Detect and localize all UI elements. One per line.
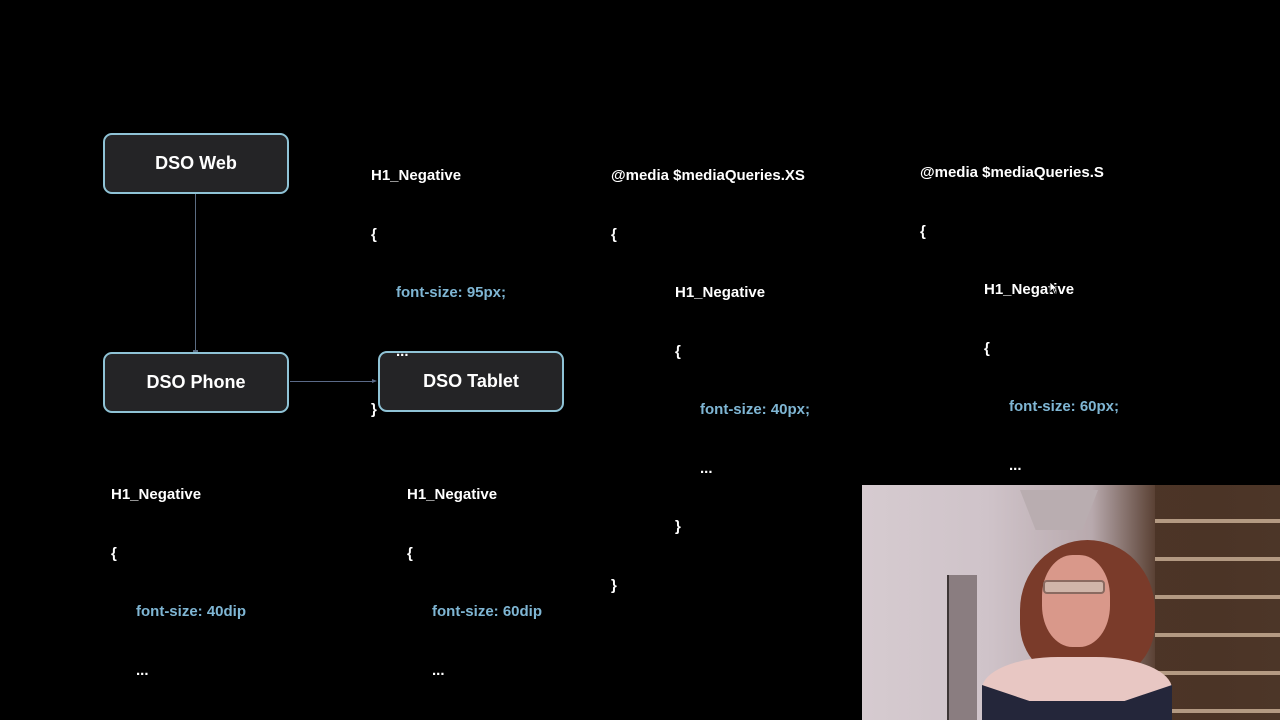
code-media-query: @media $mediaQueries.XS [611, 167, 805, 184]
code-brace-open: { [111, 544, 117, 562]
code-ellipsis: ... [396, 342, 409, 360]
code-brace-open: { [371, 225, 377, 243]
node-dso-phone[interactable]: DSO Phone [103, 352, 289, 413]
connector-phone-to-tablet [290, 379, 377, 383]
code-block-web: H1_Negative { font-size: 95px; ... } [371, 127, 506, 439]
code-brace-open: { [407, 544, 413, 562]
webcam-background-door [947, 575, 977, 720]
code-block-media-s: @media $mediaQueries.S { H1_Negative { f… [920, 124, 1119, 612]
presenter-glasses [1043, 580, 1105, 594]
code-ellipsis: ... [1009, 456, 1022, 474]
node-dso-tablet[interactable]: DSO Tablet [378, 351, 564, 412]
code-ellipsis: ... [136, 661, 149, 679]
node-dso-web[interactable]: DSO Web [103, 133, 289, 194]
code-ellipsis: ... [432, 661, 445, 679]
code-ellipsis: ... [700, 459, 713, 477]
code-block-tablet: H1_Negative { font-size: 60dip ... } [407, 446, 542, 720]
node-label: DSO Web [155, 153, 237, 173]
code-media-query: @media $mediaQueries.S [920, 164, 1104, 181]
code-block-media-xs: @media $mediaQueries.XS { H1_Negative { … [611, 127, 810, 615]
webcam-background-bookshelf [1155, 485, 1280, 720]
code-property: font-size: 40dip [136, 603, 247, 620]
code-selector: H1_Negative [675, 284, 766, 301]
code-property: font-size: 60px; [1009, 398, 1120, 415]
connector-web-to-phone [193, 194, 198, 353]
code-selector: H1_Negative [407, 486, 498, 503]
presenter-webcam-video [862, 485, 1280, 720]
code-inner-brace-close: } [675, 518, 681, 535]
code-property: font-size: 95px; [396, 284, 507, 301]
code-brace-open: { [611, 225, 617, 243]
code-block-phone: H1_Negative { font-size: 40dip ... } [111, 446, 246, 720]
mouse-cursor-icon [1049, 281, 1059, 295]
node-label: DSO Tablet [423, 371, 519, 391]
code-inner-brace-open: { [675, 342, 681, 360]
code-selector: H1_Negative [371, 167, 462, 184]
code-brace-close: } [611, 576, 617, 594]
code-selector: H1_Negative [984, 281, 1075, 298]
webcam-ceiling-lamp [1020, 490, 1098, 530]
code-selector: H1_Negative [111, 486, 202, 503]
code-property: font-size: 40px; [700, 401, 811, 418]
presenter-face [1042, 555, 1110, 647]
code-brace-open: { [920, 222, 926, 240]
code-inner-brace-open: { [984, 339, 990, 357]
node-label: DSO Phone [146, 372, 246, 392]
code-property: font-size: 60dip [432, 603, 543, 620]
code-brace-close: } [371, 401, 377, 418]
